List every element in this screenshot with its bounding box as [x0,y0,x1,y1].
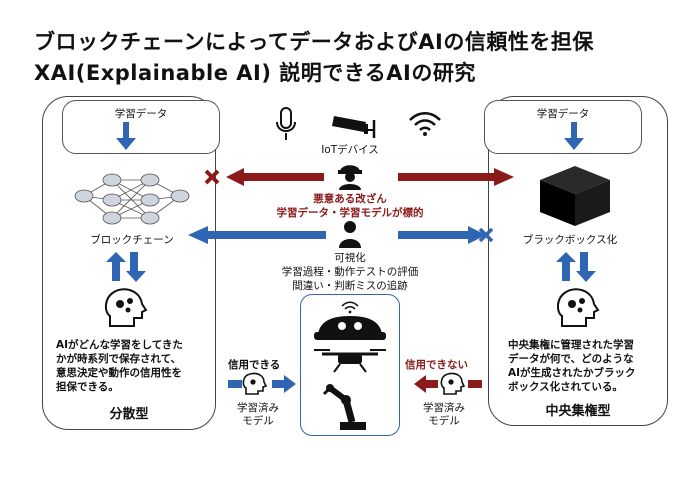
left-down-arrow-icon [116,122,136,150]
right-down-arrow-icon [564,122,584,150]
blockchain-network-icon [74,173,190,225]
left-thinking-head-icon [104,288,148,327]
ai-devices-illustration-icon [314,301,386,430]
left-type-label: 分散型 [109,407,149,422]
microphone-icon [276,107,296,140]
right-training-data-label: 学習データ [536,108,590,120]
left-panel-distributed [42,96,216,430]
left-description-line-1: AIがどんな学習をしてきた [56,339,183,351]
right-visualization-arrow-icon [398,226,486,244]
right-description-line-3: AIが生成されたかブラック [508,367,636,379]
security-camera-icon [332,116,376,138]
visualization-label: 可視化 [334,252,366,264]
left-description-line-3: 意思決定や動作の信用性を [56,367,182,379]
right-description-line-4: ボックス化されている。 [508,381,623,393]
right-description-line-1: 中央集権に管理された学習 [508,339,634,351]
left-description-line-2: かが時系列で保存されて、 [56,353,182,365]
left-description: AIがどんな学習をしてきた かが時系列で保存されて、 意思決定や動作の信用性を … [56,338,183,394]
ai-device-box [300,294,400,436]
black-box-cube-icon [540,166,610,226]
right-type-label: 中央集権型 [545,404,611,419]
blocked-x-icon [478,227,494,243]
right-training-data-box [484,100,642,154]
blockchain-label: ブロックチェーン [90,234,174,246]
attacker-hacker-icon [338,165,362,190]
attack-label-line-1: 悪意ある改ざん [313,193,387,205]
visualization-detail-2: 間違い・判断ミスの追跡 [292,280,408,292]
right-description: 中央集権に管理された学習 データが何で、どのような AIが生成されたかブラック … [508,338,636,394]
blackbox-label: ブラックボックス化 [522,234,618,246]
left-training-data-box [62,100,220,154]
left-training-data-label: 学習データ [114,108,168,120]
right-updown-arrows-icon [556,252,596,282]
left-attack-arrow-icon [204,168,324,186]
wifi-icon [409,112,441,136]
title-line-1: ブロックチェーンによってデータおよびAIの信頼性を担保 [34,30,594,54]
attack-label-line-2: 学習データ・学習モデルが標的 [276,207,424,219]
right-attack-arrow-icon [398,168,514,186]
untrusted-model-label-1: 学習済み [423,402,465,414]
left-description-line-4: 担保できる。 [56,381,119,393]
right-panel-centralized [488,96,668,426]
trusted-model-label-2: モデル [242,415,274,427]
trusted-model-label-1: 学習済み [237,402,279,414]
untrusted-model-label-2: モデル [428,415,460,427]
trusted-label: 信用できる [228,359,281,371]
untrusted-label: 信用できない [405,359,468,371]
right-description-line-2: データが何で、どのような [508,353,634,365]
person-icon [339,221,361,248]
visualization-detail-1: 学習過程・動作テストの評価 [281,266,419,278]
right-thinking-head-icon [556,288,600,327]
title-line-2: XAI(Explainable AI) 説明できるAIの研究 [34,61,476,85]
left-visualization-arrow-icon [188,226,326,244]
iot-device-label: IoTデバイス [321,144,379,156]
left-updown-arrows-icon [106,252,146,282]
trusted-model-flow-icon [228,372,296,395]
untrusted-model-flow-icon [414,372,482,395]
